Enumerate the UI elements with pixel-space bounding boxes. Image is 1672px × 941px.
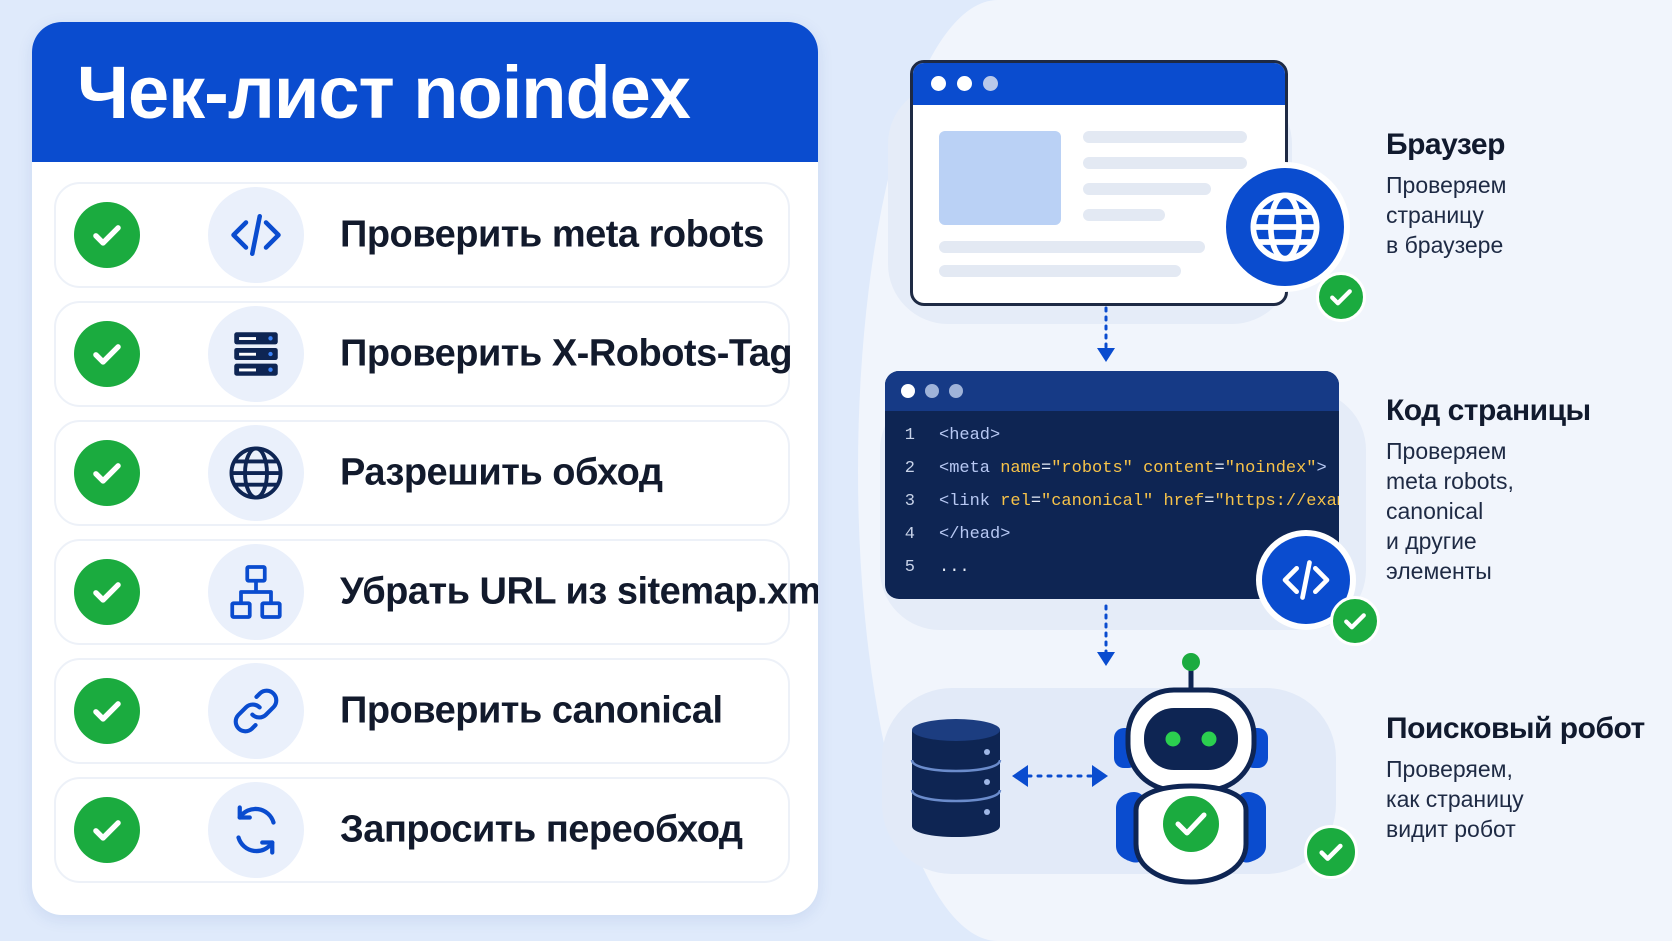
check-icon (1330, 596, 1380, 646)
code-text: </head> (939, 525, 1011, 544)
code-icon (208, 187, 304, 283)
arrow-down-icon (1097, 306, 1115, 362)
link-icon (208, 663, 304, 759)
robot-step-title: Поисковый робот (1386, 712, 1645, 745)
checklist-item: Разрешить обход (54, 420, 790, 526)
code-line: 4 </head> (885, 525, 1339, 553)
checklist-header: Чек-лист noindex (32, 22, 818, 162)
checklist-item: Запросить переобход (54, 777, 790, 883)
checklist-item-label: Проверить canonical (340, 689, 723, 732)
code-step-description: Проверяем meta robots, canonical и други… (1386, 438, 1514, 584)
code-line: 2 <meta name="robots" content="noindex"> (885, 459, 1339, 487)
checklist-item: Проверить canonical (54, 658, 790, 764)
arrow-down-icon (1097, 604, 1115, 666)
window-dot (901, 384, 915, 398)
browser-step-title: Браузер (1386, 128, 1505, 161)
check-icon (1316, 272, 1366, 322)
check-icon (74, 440, 140, 506)
robot-icon (1114, 653, 1268, 885)
check-icon (74, 559, 140, 625)
check-icon (74, 797, 140, 863)
text-placeholder (1083, 157, 1247, 169)
check-icon (74, 202, 140, 268)
checklist: Проверить meta robots Провери (32, 162, 818, 883)
globe-icon (1250, 192, 1320, 262)
window-dot (925, 384, 939, 398)
database-icon (910, 719, 1002, 837)
line-number: 1 (904, 426, 915, 445)
code-line: 1 <head> (885, 426, 1339, 454)
code-text: <head> (939, 426, 1001, 445)
robot-step-description: Проверяем, как страницу видит робот (1386, 756, 1524, 842)
text-placeholder (939, 265, 1181, 277)
checklist-item-label: Запросить переобход (340, 808, 743, 851)
checklist-item: Проверить meta robots (54, 182, 790, 288)
line-number: 3 (904, 492, 915, 511)
text-placeholder (1083, 131, 1247, 143)
line-number: 5 (904, 558, 915, 577)
checklist-card: Чек-лист noindex Проверить meta robots (32, 22, 818, 915)
code-icon (1282, 560, 1330, 600)
server-icon (208, 306, 304, 402)
code-line: 5 ... (885, 558, 1339, 586)
code-step-label: Код страницы Проверяем meta robots, cano… (1386, 394, 1591, 586)
globe-icon (208, 425, 304, 521)
globe-badge (1220, 162, 1350, 292)
code-line: 3 <link rel="canonical" href="https://ex… (885, 492, 1339, 520)
line-number: 4 (904, 525, 915, 544)
image-placeholder (939, 131, 1061, 225)
text-placeholder (939, 241, 1205, 253)
code-step-title: Код страницы (1386, 394, 1591, 427)
text-placeholder (1083, 183, 1211, 195)
checklist-item-label: Проверить meta robots (340, 213, 764, 256)
window-dot (949, 384, 963, 398)
code-text: <meta name="robots" content="noindex"> (939, 459, 1327, 478)
code-text: <link rel="canonical" href="https://exam… (939, 492, 1339, 511)
text-placeholder (1083, 209, 1165, 221)
checklist-item-label: Убрать URL из sitemap.xml (340, 570, 818, 613)
checklist-item-label: Проверить X-Robots-Tag (340, 332, 793, 375)
refresh-icon (208, 782, 304, 878)
window-dot (957, 76, 972, 91)
checklist-item: Убрать URL из sitemap.xml (54, 539, 818, 645)
window-dot (931, 76, 946, 91)
window-dot (983, 76, 998, 91)
code-text: ... (939, 558, 970, 577)
check-icon (1304, 825, 1358, 879)
line-number: 2 (904, 459, 915, 478)
browser-window-illustration (910, 60, 1288, 306)
robot-step-label: Поисковый робот Проверяем, как страницу … (1386, 712, 1645, 844)
sitemap-icon (208, 544, 304, 640)
code-badge (1256, 530, 1356, 630)
checklist-item-label: Разрешить обход (340, 451, 663, 494)
checklist-item: Проверить X-Robots-Tag (54, 301, 793, 407)
bidirectional-arrow-icon (1012, 765, 1108, 787)
browser-title-bar (913, 63, 1285, 105)
check-icon (74, 678, 140, 744)
check-icon (74, 321, 140, 387)
browser-step-label: Браузер Проверяем страницу в браузере (1386, 128, 1506, 260)
code-title-bar (885, 371, 1339, 411)
browser-step-description: Проверяем страницу в браузере (1386, 172, 1507, 258)
page-title: Чек-лист noindex (77, 50, 691, 134)
